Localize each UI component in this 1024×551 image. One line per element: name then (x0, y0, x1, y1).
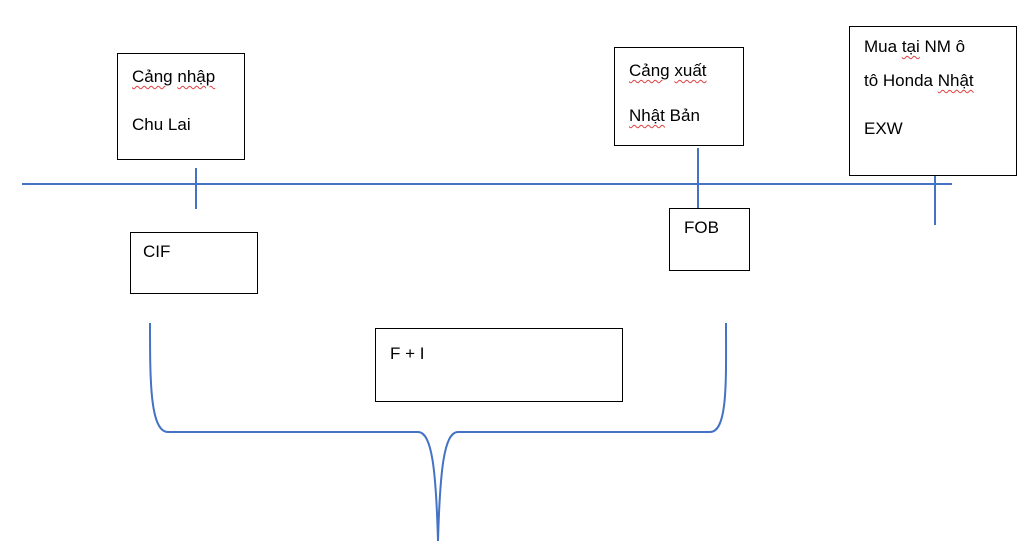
factory-word-tai: tại (901, 37, 920, 56)
import-port-line1: Cảng nhập (132, 67, 215, 87)
cif-box: CIF (130, 232, 258, 294)
export-port-word-cang: Cảng (629, 61, 670, 80)
freight-insurance-box: F + I (375, 328, 623, 402)
factory-box: Mua tại NM ô tô Honda Nhật EXW (849, 26, 1017, 176)
export-port-box: Cảng xuất Nhật Bản (614, 47, 744, 146)
fob-label: FOB (684, 218, 719, 237)
export-port-word-nhat: Nhật (629, 106, 665, 125)
factory-word-honda: tô Honda (864, 71, 933, 90)
import-port-word-nhap: nhập (177, 67, 216, 86)
import-port-word-cang: Cảng (132, 67, 173, 86)
import-port-box: Cảng nhập Chu Lai (117, 53, 245, 160)
brace-bracket (149, 322, 728, 542)
factory-incoterm-exw: EXW (864, 119, 903, 138)
factory-word-nhat: Nhật (937, 71, 974, 90)
factory-line2: tô Honda Nhật (864, 71, 974, 91)
factory-word-mua: Mua (864, 37, 898, 56)
export-port-word-ban: Bản (669, 106, 700, 125)
factory-word-nm: NM ô (924, 37, 966, 56)
factory-line1: Mua tại NM ô (864, 37, 965, 57)
fob-box: FOB (669, 208, 750, 271)
export-port-word-xuat: xuất (674, 61, 707, 80)
cif-label: CIF (143, 242, 171, 261)
import-port-name: Chu Lai (132, 115, 191, 134)
export-port-line1: Cảng xuất (629, 61, 707, 81)
export-port-line2: Nhật Bản (629, 106, 700, 126)
freight-insurance-label: F + I (390, 344, 425, 363)
